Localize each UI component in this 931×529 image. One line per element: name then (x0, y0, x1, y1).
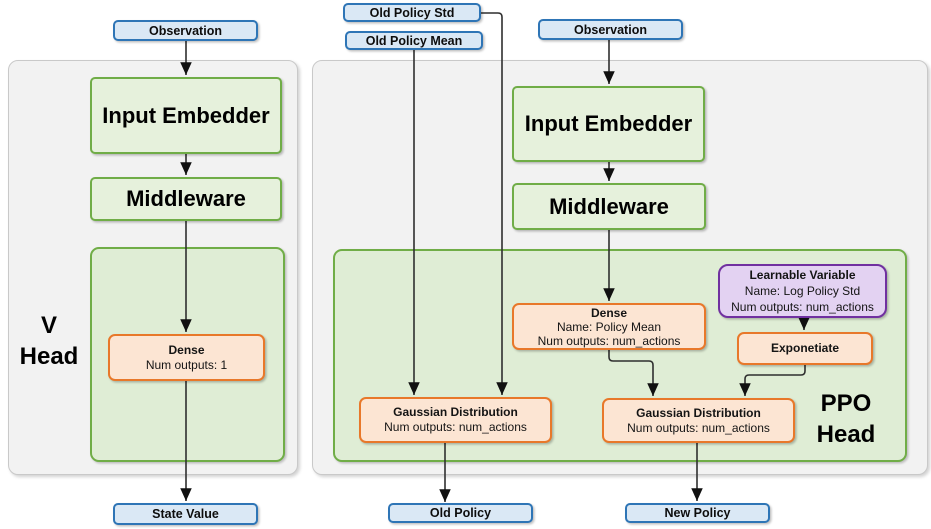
node-detail: Num outputs: num_actions (384, 420, 527, 434)
node-observation-right: Observation (538, 19, 683, 40)
node-detail: Num outputs: num_actions (537, 333, 681, 348)
node-old-policy-std: Old Policy Std (343, 3, 481, 22)
node-detail: Num outputs: 1 (145, 357, 228, 372)
node-middleware-left: Middleware (90, 177, 282, 221)
ppo-head-label: PPO Head (816, 390, 876, 448)
node-title: Exponetiate (770, 341, 839, 355)
node-title: Learnable Variable (749, 268, 856, 282)
node-input-embedder-right: Input Embedder (512, 86, 705, 162)
node-old-policy: Old Policy (388, 503, 533, 523)
node-dense-v: Dense Num outputs: 1 (108, 334, 265, 381)
node-dense-policy-mean: Dense Name: Policy Mean Num outputs: num… (512, 303, 706, 350)
node-middleware-right: Middleware (512, 183, 706, 230)
node-title: Dense (590, 305, 628, 320)
node-input-embedder-left: Input Embedder (90, 77, 282, 154)
node-new-policy: New Policy (625, 503, 770, 523)
node-state-value: State Value (113, 503, 258, 525)
node-observation-left: Observation (113, 20, 258, 41)
node-detail: Num outputs: num_actions (627, 420, 770, 435)
node-detail: Num outputs: num_actions (731, 300, 874, 314)
node-learnable-variable: Learnable Variable Name: Log Policy Std … (718, 264, 887, 318)
node-title: Dense (168, 342, 205, 357)
node-title: Gaussian Distribution (636, 405, 761, 420)
node-gaussian-distribution-old: Gaussian Distribution Num outputs: num_a… (359, 397, 552, 443)
node-old-policy-mean: Old Policy Mean (345, 31, 483, 50)
node-exponetiate: Exponetiate (737, 332, 873, 365)
node-title: Gaussian Distribution (393, 405, 518, 419)
node-detail: Name: Policy Mean (556, 319, 662, 334)
v-head-label: V Head (19, 312, 79, 370)
node-gaussian-distribution-new: Gaussian Distribution Num outputs: num_a… (602, 398, 795, 443)
node-detail: Name: Log Policy Std (744, 284, 861, 298)
